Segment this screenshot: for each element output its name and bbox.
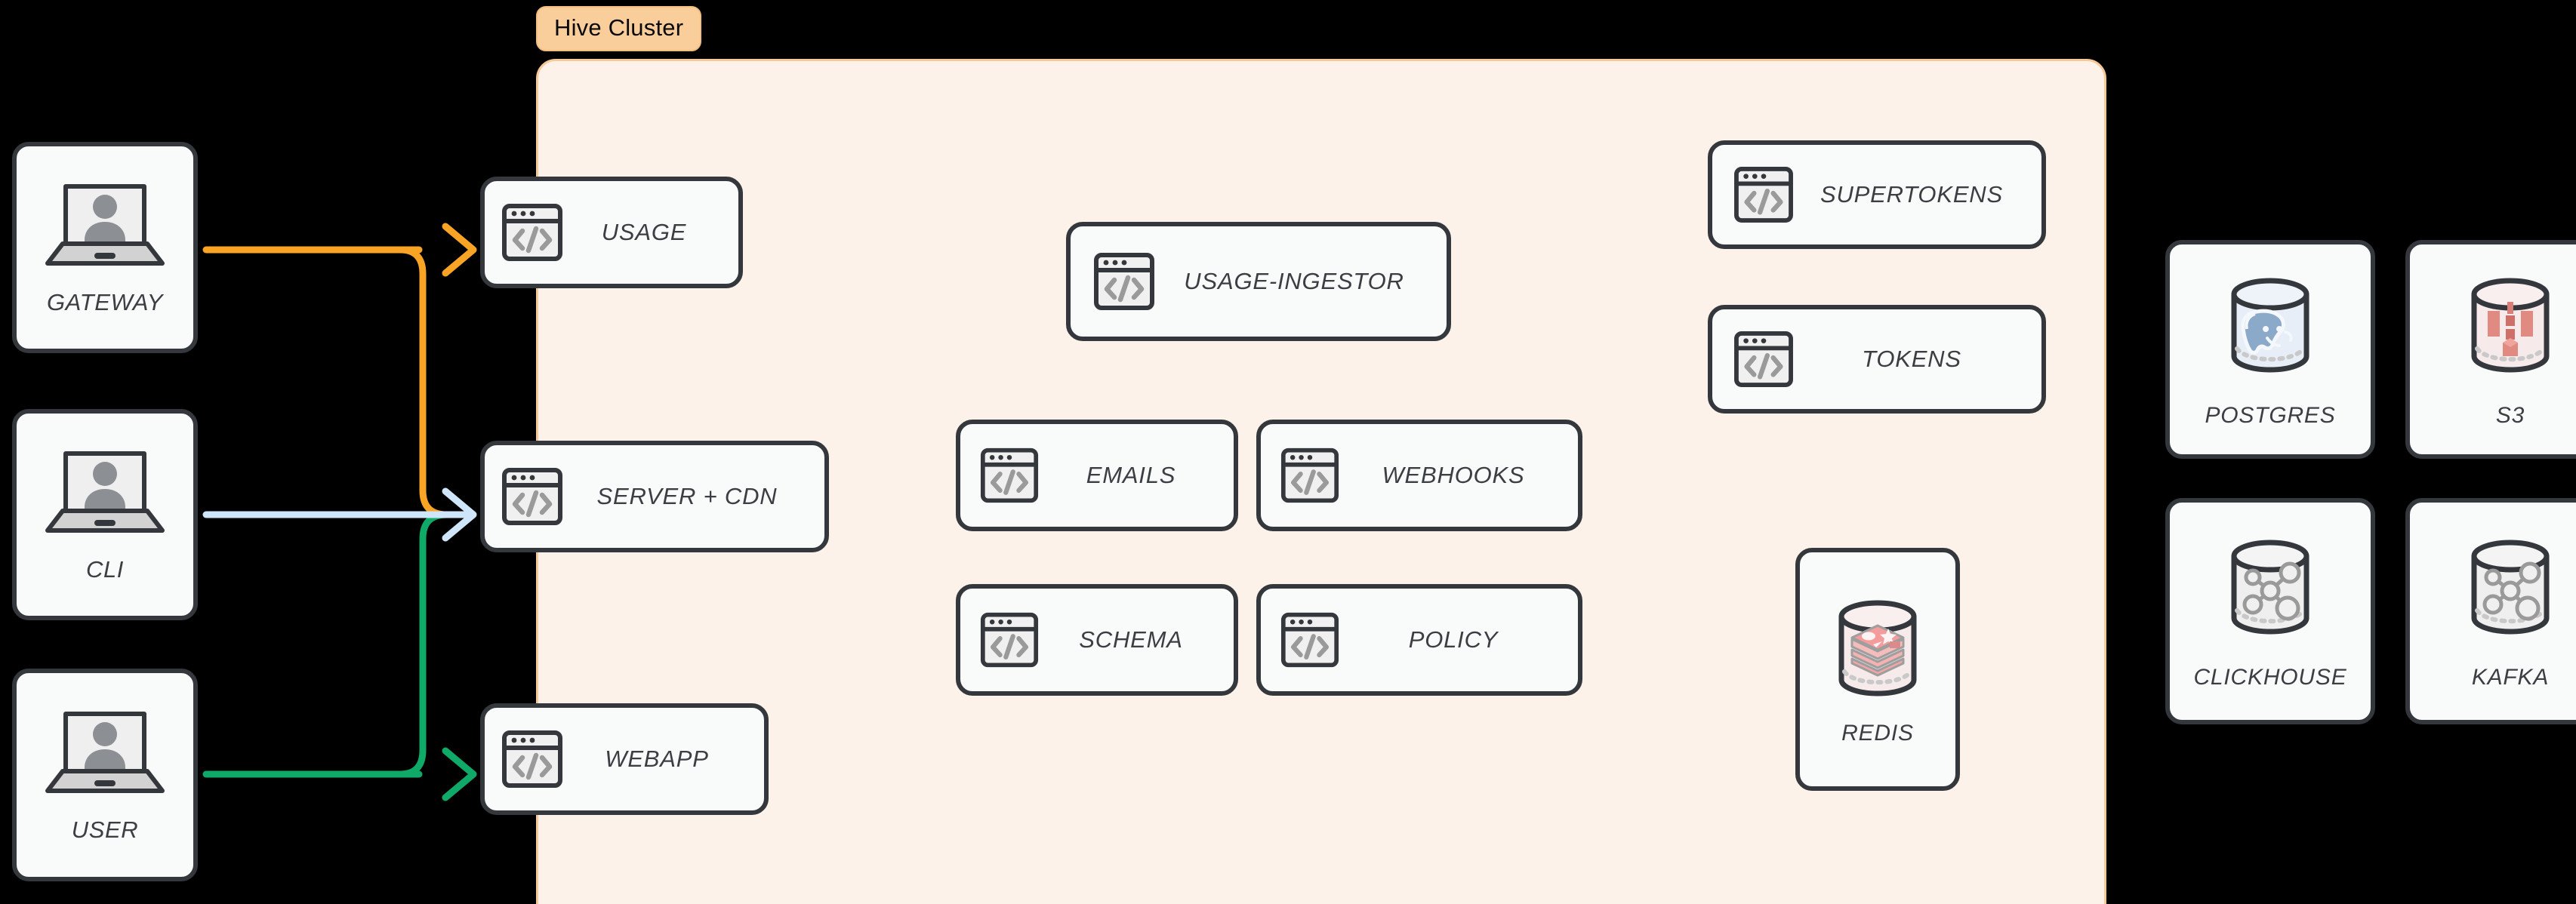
client-label-gateway: GATEWAY bbox=[46, 289, 164, 315]
service-label-server-cdn: SERVER + CDN bbox=[596, 483, 778, 509]
wire-gateway bbox=[202, 246, 472, 518]
client-label-cli: CLI bbox=[85, 556, 125, 583]
laptop-user-icon bbox=[45, 179, 165, 269]
service-card-usage-ingestor[interactable]: USAGE-INGESTOR bbox=[1066, 222, 1451, 341]
client-label-user: USER bbox=[71, 816, 139, 843]
redis-cylinder-icon bbox=[1822, 592, 1934, 704]
service-label-emails: EMAILS bbox=[1086, 462, 1176, 488]
datastore-label-clickhouse: CLICKHOUSE bbox=[2193, 665, 2347, 690]
service-card-policy[interactable]: POLICY bbox=[1256, 584, 1582, 696]
client-card-cli[interactable]: CLI bbox=[12, 409, 198, 620]
datastore-card-redis[interactable]: REDIS bbox=[1795, 548, 1960, 791]
service-card-server-cdn[interactable]: SERVER + CDN bbox=[480, 441, 829, 552]
code-window-icon bbox=[1733, 331, 1794, 388]
arrowhead-user-webapp bbox=[442, 747, 477, 801]
datastore-label-kafka: KAFKA bbox=[2471, 665, 2550, 690]
code-window-icon bbox=[1093, 252, 1155, 311]
service-label-tokens: TOKENS bbox=[1862, 346, 1961, 372]
hive-cluster-label: Hive Cluster bbox=[536, 6, 702, 51]
s3-cylinder-icon bbox=[2454, 270, 2567, 383]
code-window-icon bbox=[1280, 447, 1339, 504]
code-window-icon bbox=[501, 467, 563, 526]
laptop-user-icon bbox=[45, 706, 165, 797]
service-card-supertokens[interactable]: SUPERTOKENS bbox=[1708, 140, 2046, 249]
datastore-card-s3[interactable]: S3 bbox=[2405, 240, 2576, 459]
datastore-card-clickhouse[interactable]: CLICKHOUSE bbox=[2165, 498, 2375, 724]
service-card-tokens[interactable]: TOKENS bbox=[1708, 305, 2046, 414]
service-label-webhooks: WEBHOOKS bbox=[1382, 462, 1525, 488]
client-card-gateway[interactable]: GATEWAY bbox=[12, 142, 198, 353]
service-label-webapp: WEBAPP bbox=[605, 746, 709, 772]
wire-cli bbox=[202, 487, 477, 542]
code-window-icon bbox=[980, 447, 1039, 504]
code-window-icon bbox=[501, 730, 563, 789]
graph-cylinder-icon bbox=[2214, 532, 2327, 645]
service-label-policy: POLICY bbox=[1408, 626, 1499, 653]
service-card-usage[interactable]: USAGE bbox=[480, 177, 743, 288]
datastore-label-redis: REDIS bbox=[1841, 721, 1914, 746]
wire-user bbox=[202, 511, 472, 778]
service-label-usage-ingestor: USAGE-INGESTOR bbox=[1184, 268, 1404, 294]
code-window-icon bbox=[1280, 611, 1339, 669]
service-card-webhooks[interactable]: WEBHOOKS bbox=[1256, 420, 1582, 531]
arrowhead-gateway-usage bbox=[442, 223, 477, 277]
graph-cylinder-icon bbox=[2454, 532, 2567, 645]
client-card-user[interactable]: USER bbox=[12, 669, 198, 881]
service-card-webapp[interactable]: WEBAPP bbox=[480, 703, 769, 815]
datastore-card-kafka[interactable]: KAFKA bbox=[2405, 498, 2576, 724]
code-window-icon bbox=[980, 611, 1039, 669]
code-window-icon bbox=[501, 203, 563, 262]
code-window-icon bbox=[1733, 166, 1794, 223]
service-card-emails[interactable]: EMAILS bbox=[956, 420, 1238, 531]
postgres-cylinder-icon bbox=[2214, 270, 2327, 383]
service-label-schema: SCHEMA bbox=[1079, 626, 1183, 653]
laptop-user-icon bbox=[45, 446, 165, 537]
datastore-card-postgres[interactable]: POSTGRES bbox=[2165, 240, 2375, 459]
datastore-label-postgres: POSTGRES bbox=[2205, 403, 2336, 428]
datastore-label-s3: S3 bbox=[2495, 403, 2525, 428]
service-label-supertokens: SUPERTOKENS bbox=[1820, 181, 2003, 208]
service-card-schema[interactable]: SCHEMA bbox=[956, 584, 1238, 696]
service-label-usage: USAGE bbox=[601, 219, 687, 245]
